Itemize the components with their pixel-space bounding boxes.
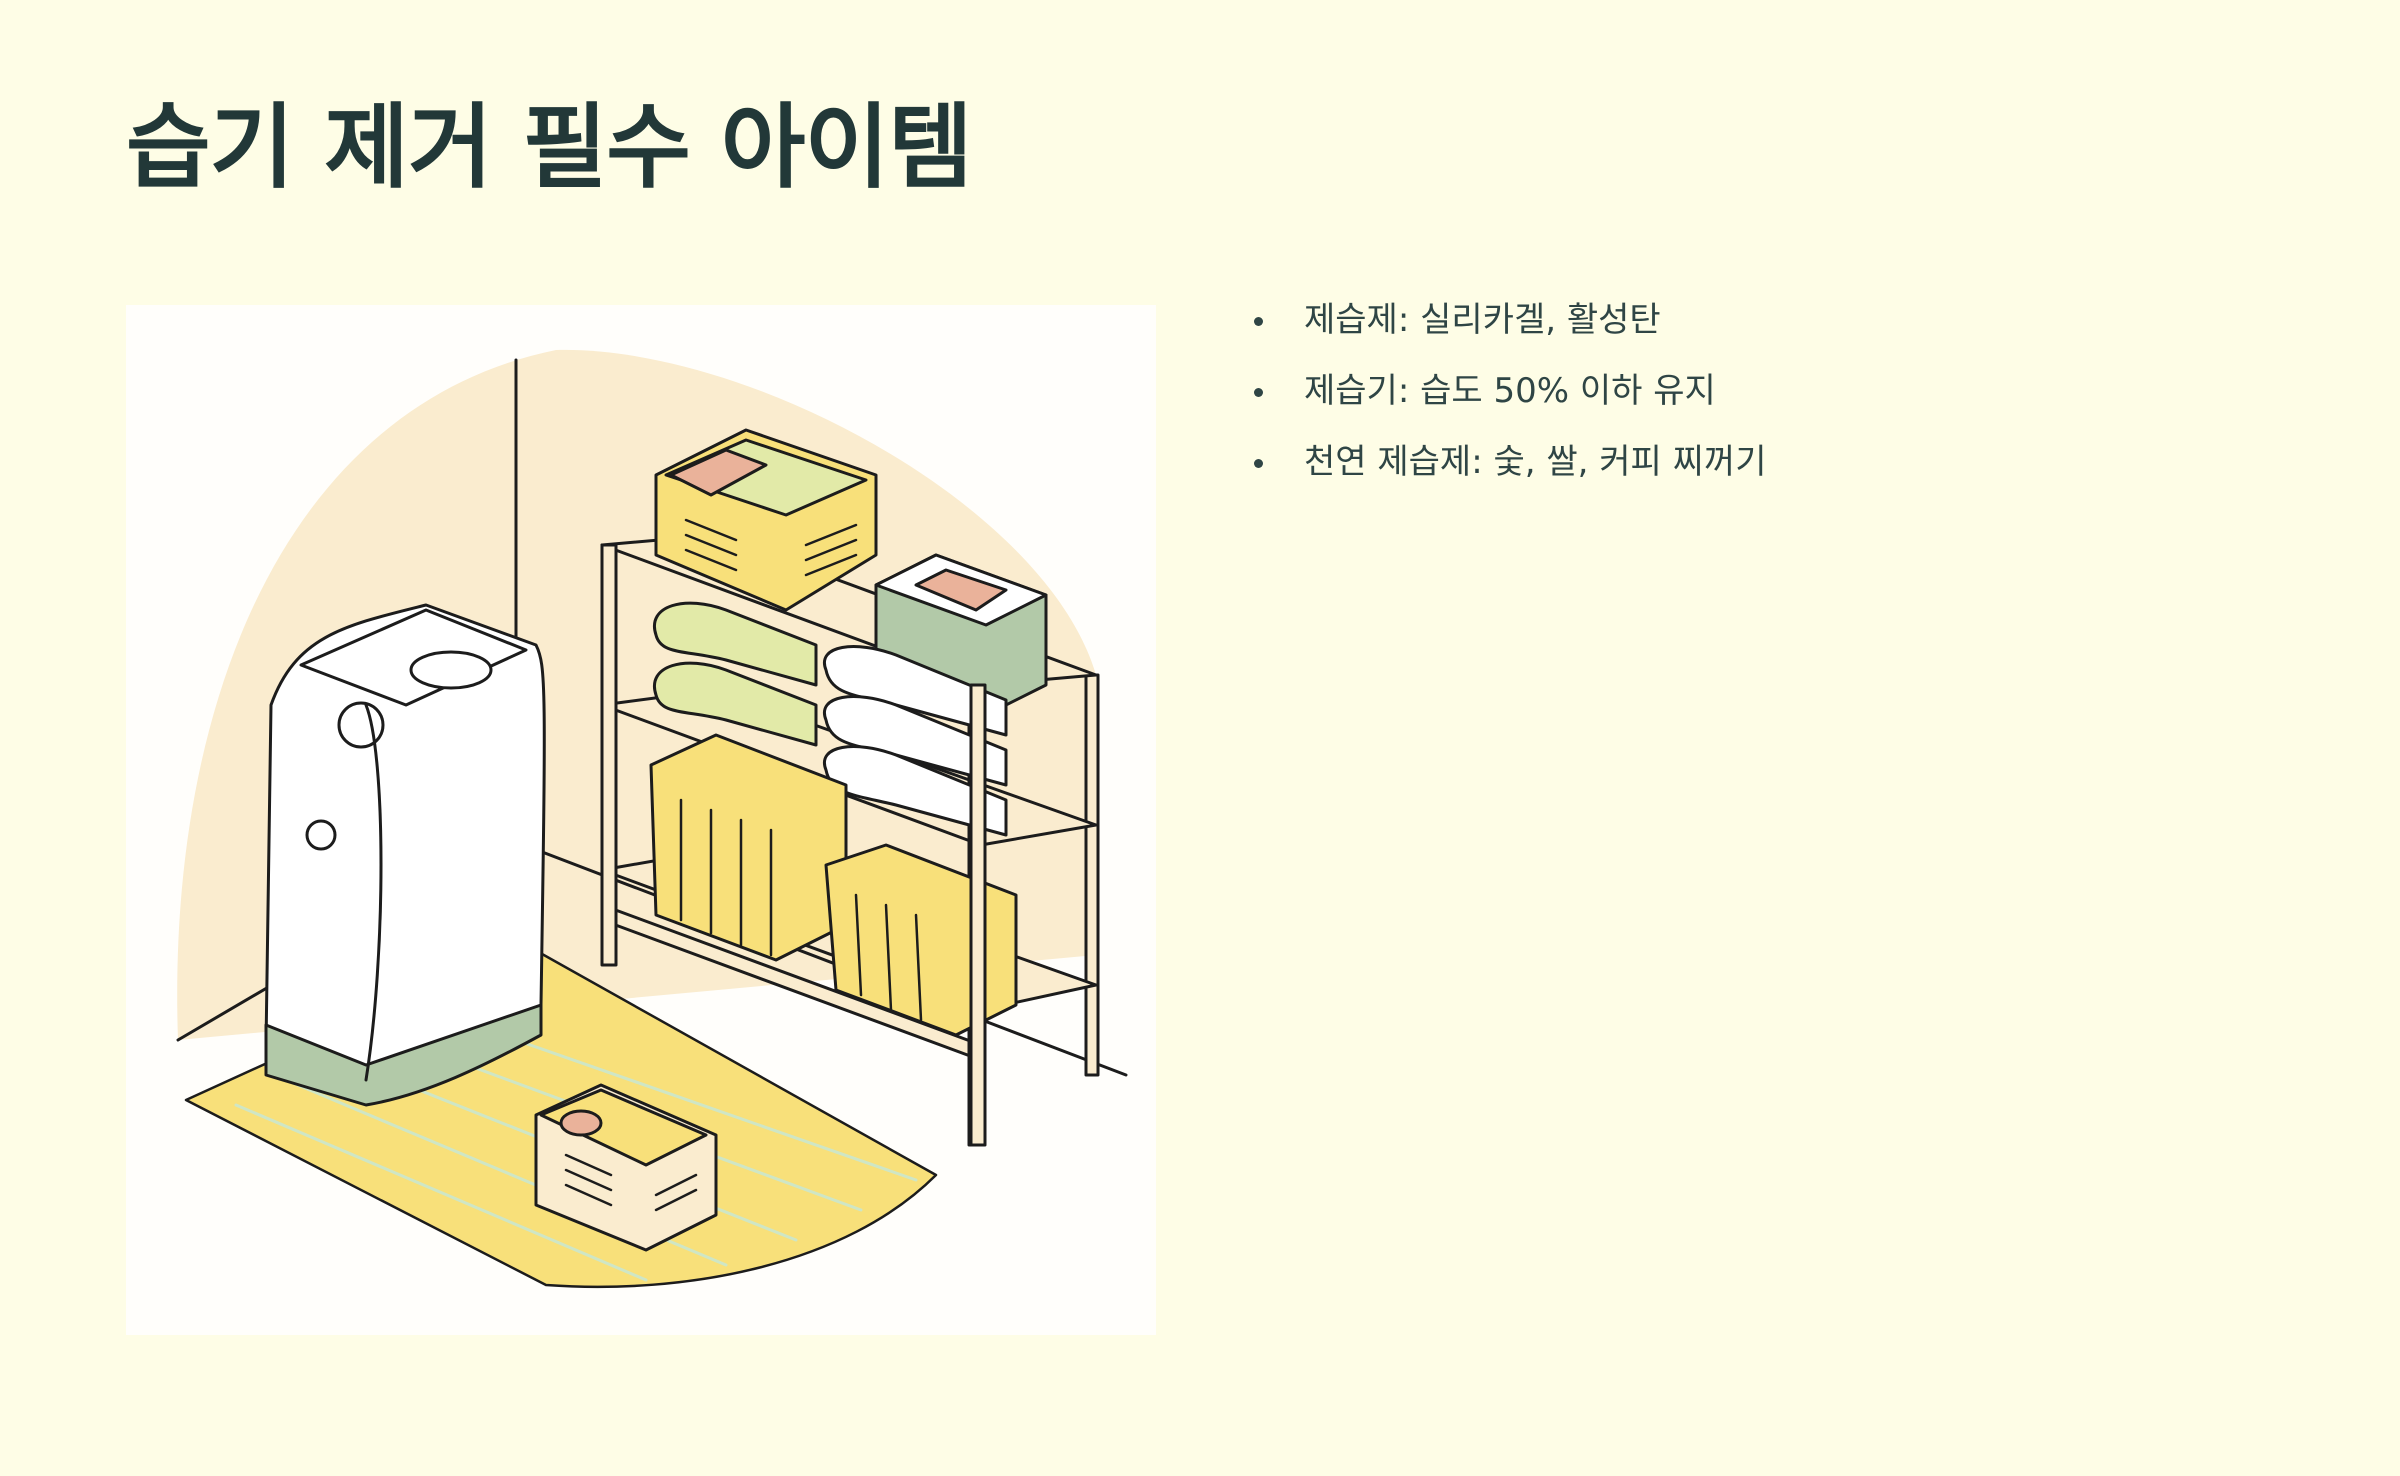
bullet-dot-icon <box>1254 388 1263 397</box>
list-item: 천연 제습제: 숯, 쌀, 커피 찌꺼기 <box>1254 438 1766 509</box>
bullet-dot-icon <box>1254 459 1263 468</box>
shelf-front-posts <box>600 543 987 1147</box>
white-towel-stack <box>822 645 1008 837</box>
bullet-text: 제습기: 습도 50% 이하 유지 <box>1304 371 1716 411</box>
floor-laundry-basket <box>534 1083 718 1252</box>
floor-line-right <box>514 840 1128 1077</box>
lower-basket-right <box>824 843 1018 1037</box>
green-towel-stack <box>652 601 818 747</box>
top-laundry-basket <box>654 428 878 612</box>
dehumidifier <box>264 603 546 1107</box>
dehumidifier-power-button <box>305 819 337 851</box>
dehumidifier-fan-vent <box>409 650 493 690</box>
bullet-text: 천연 제습제: 숯, 쌀, 커피 찌꺼기 <box>1304 442 1767 482</box>
list-item: 제습제: 실리카겔, 활성탄 <box>1254 296 1766 367</box>
dehumidifier-room-illustration <box>126 305 1156 1335</box>
dehumidifier-dial <box>337 701 385 749</box>
bullet-list: 제습제: 실리카겔, 활성탄 제습기: 습도 50% 이하 유지 천연 제습제:… <box>1254 296 1766 509</box>
bullet-dot-icon <box>1254 317 1263 326</box>
slide-title: 습기 제거 필수 아이템 <box>126 94 973 201</box>
dehumidifier-top <box>299 608 528 707</box>
bullet-text: 제습제: 실리카겔, 활성탄 <box>1304 300 1661 340</box>
list-item: 제습기: 습도 50% 이하 유지 <box>1254 367 1766 438</box>
dehumidifier-base <box>264 1003 543 1107</box>
